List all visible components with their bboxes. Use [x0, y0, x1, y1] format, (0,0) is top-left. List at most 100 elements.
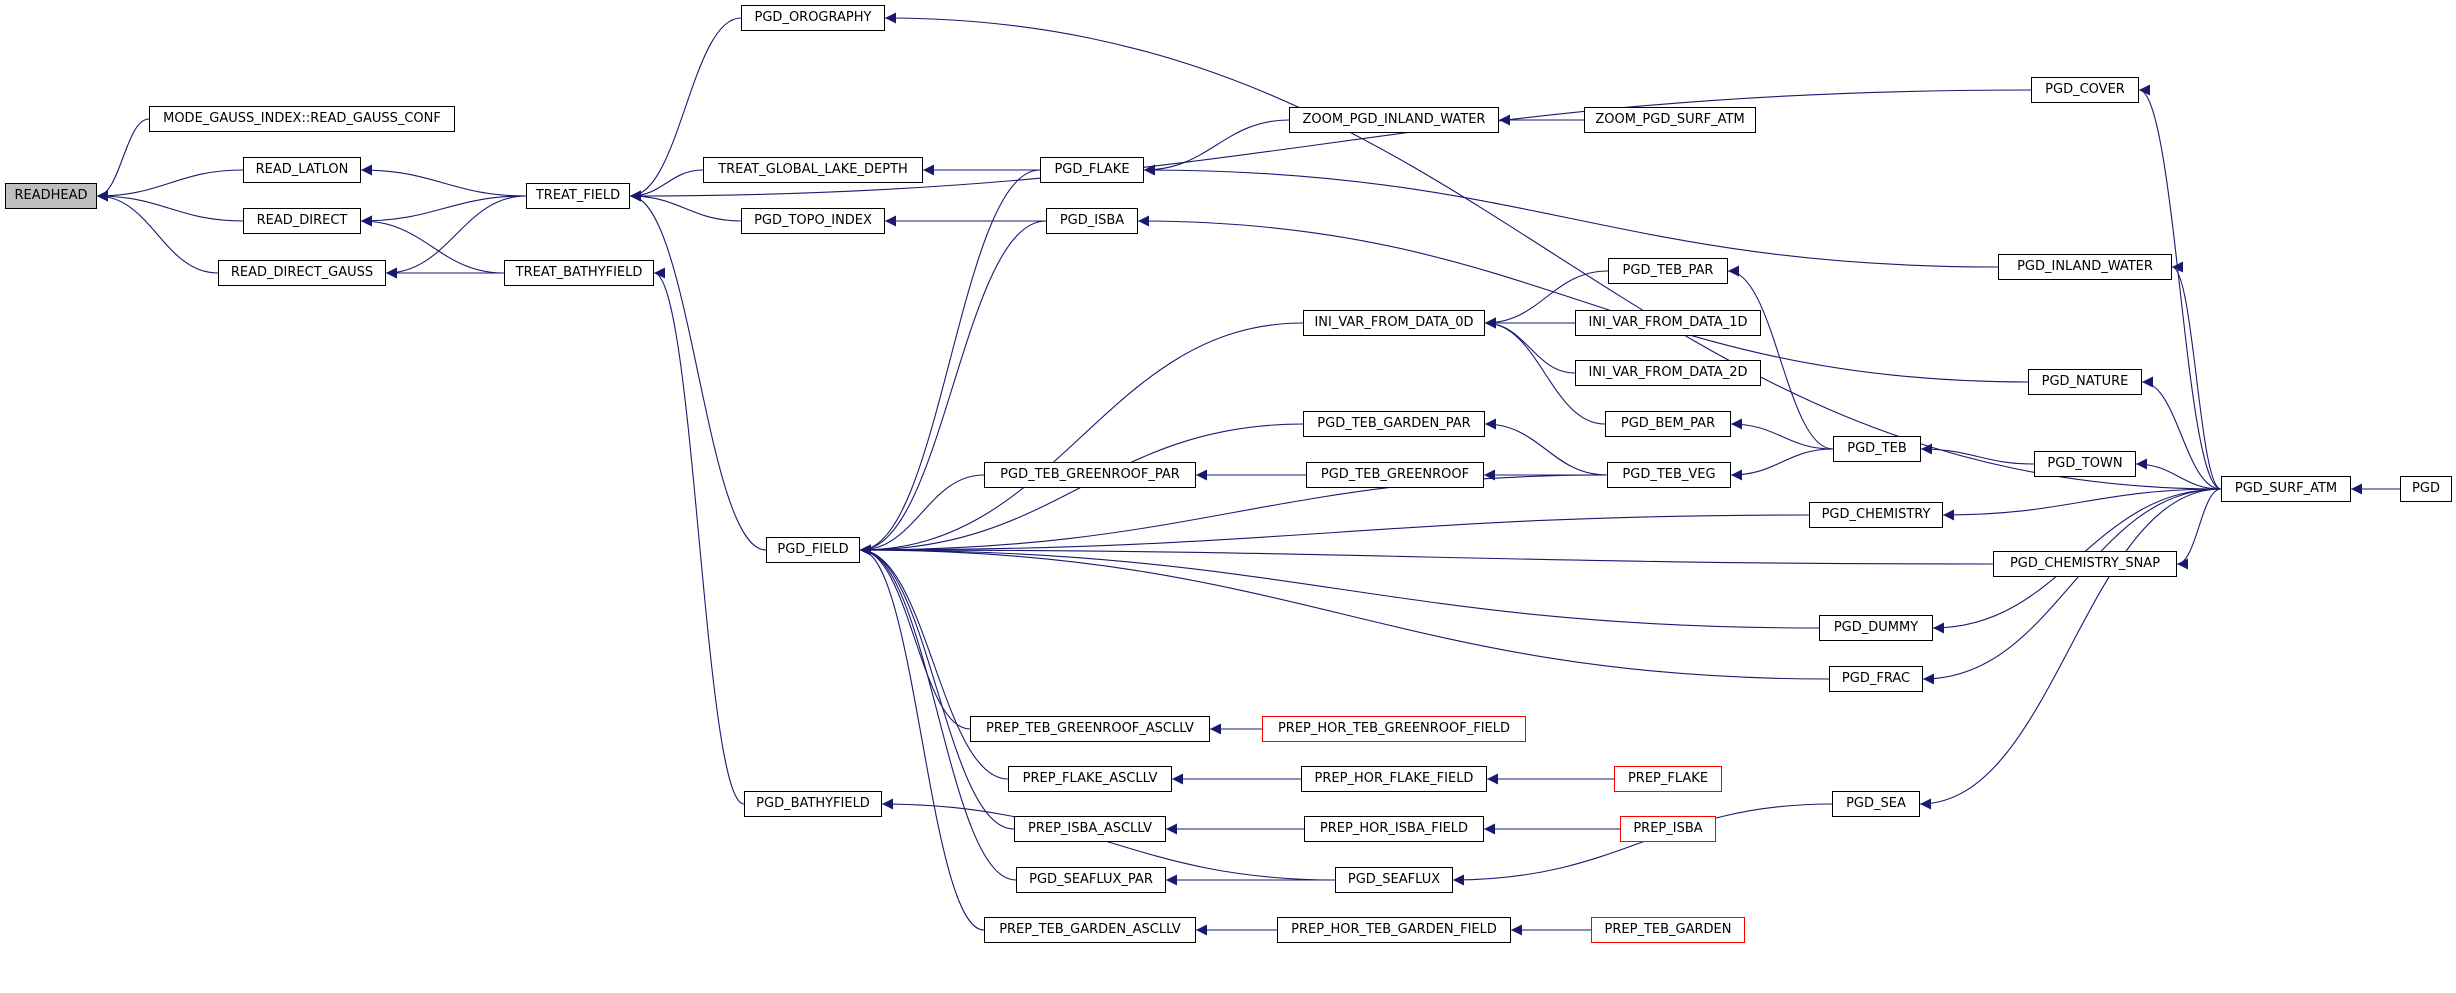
node-prep-hor-flake-field[interactable]: PREP_HOR_FLAKE_FIELD [1301, 766, 1487, 792]
edge-pgd_chemistry_snap-to-pgd_field [859, 544, 1994, 565]
edge-treat_field-to-read_direct_gauss [385, 195, 527, 279]
edge-pgd_teb-to-pgd_bem_par [1730, 418, 1834, 450]
edge-pgd_seaflux_par-to-pgd_field [859, 544, 1017, 881]
node-pgd-teb[interactable]: PGD_TEB [1833, 436, 1921, 462]
node-pgd-topo-index[interactable]: PGD_TOPO_INDEX [741, 208, 885, 234]
node-pgd-bathyfield[interactable]: PGD_BATHYFIELD [744, 791, 882, 817]
edge-pgd_inland_water-to-pgd_flake [1143, 164, 1999, 268]
edge-zoom_pgd_inland_water-to-pgd_flake [1143, 119, 1290, 176]
node-treat-global-lake-depth[interactable]: TREAT_GLOBAL_LAKE_DEPTH [703, 157, 923, 183]
edge-treat_field-to-read_latlon [360, 164, 527, 197]
node-prep-hor-teb-garden-field[interactable]: PREP_HOR_TEB_GARDEN_FIELD [1277, 917, 1511, 943]
edge-pgd_surf_atm-to-pgd_chemistry_snap [2176, 488, 2222, 570]
node-prep-isba-ascllv[interactable]: PREP_ISBA_ASCLLV [1014, 816, 1166, 842]
node-pgd-bem-par[interactable]: PGD_BEM_PAR [1605, 411, 1731, 437]
edge-pgd_teb-to-pgd_teb_veg [1730, 448, 1834, 481]
node-read-direct-gauss[interactable]: READ_DIRECT_GAUSS [218, 260, 386, 286]
edge-treat_global_lake_depth-to-treat_field [629, 169, 704, 202]
node-pgd-surf-atm[interactable]: PGD_SURF_ATM [2221, 476, 2351, 502]
edge-pgd_cover-to-treat_field [629, 89, 2032, 202]
node-mode-gauss-index-read-gauss-conf[interactable]: MODE_GAUSS_INDEX::READ_GAUSS_CONF [149, 106, 455, 132]
node-pgd-nature[interactable]: PGD_NATURE [2028, 369, 2142, 395]
edge-prep_teb_garden_ascllv-to-pgd_field [859, 544, 985, 931]
node-pgd[interactable]: PGD [2400, 476, 2452, 502]
edge-treat_bathyfield-to-read_direct [360, 215, 505, 274]
node-readhead[interactable]: READHEAD [5, 183, 97, 209]
node-pgd-field[interactable]: PGD_FIELD [766, 537, 860, 563]
edge-pgd_surf_atm-to-pgd_inland_water [2171, 261, 2222, 490]
node-pgd-teb-greenroof[interactable]: PGD_TEB_GREENROOF [1306, 462, 1484, 488]
node-pgd-teb-par[interactable]: PGD_TEB_PAR [1608, 258, 1728, 284]
edge-pgd_surf_atm-to-pgd_cover [2138, 84, 2222, 490]
edge-pgd_sea-to-pgd_seaflux [1452, 803, 1833, 886]
edge-pgd_flake-to-pgd_field [859, 169, 1041, 556]
node-ini-var-from-data-0d[interactable]: INI_VAR_FROM_DATA_0D [1303, 310, 1485, 336]
edge-pgd_teb_greenroof_par-to-pgd_field [859, 474, 985, 556]
edge-pgd_orography-to-treat_field [629, 17, 742, 202]
node-pgd-orography[interactable]: PGD_OROGRAPHY [741, 5, 885, 31]
edge-pgd_teb-to-pgd_teb_par [1727, 265, 1834, 450]
node-prep-isba[interactable]: PREP_ISBA [1620, 816, 1716, 842]
node-prep-teb-garden-ascllv[interactable]: PREP_TEB_GARDEN_ASCLLV [984, 917, 1196, 943]
edge-pgd_topo_index-to-treat_field [629, 190, 742, 222]
edge-read_direct_gauss-to-readhead [96, 190, 219, 274]
edge-pgd_surf_atm-to-pgd_sea [1919, 488, 2222, 810]
node-pgd-teb-garden-par[interactable]: PGD_TEB_GARDEN_PAR [1303, 411, 1485, 437]
edge-pgd_bem_par-to-ini_var_from_data_0d [1484, 317, 1606, 425]
edge-pgd_bathyfield-to-treat_bathyfield [653, 267, 745, 805]
node-treat-field[interactable]: TREAT_FIELD [526, 183, 630, 209]
node-treat-bathyfield[interactable]: TREAT_BATHYFIELD [504, 260, 654, 286]
node-pgd-frac[interactable]: PGD_FRAC [1829, 666, 1923, 692]
node-prep-hor-isba-field[interactable]: PREP_HOR_ISBA_FIELD [1304, 816, 1484, 842]
node-zoom-pgd-inland-water[interactable]: ZOOM_PGD_INLAND_WATER [1289, 107, 1499, 133]
node-pgd-sea[interactable]: PGD_SEA [1832, 791, 1920, 817]
edge-mgi_read_gauss_conf-to-readhead [96, 118, 150, 202]
node-prep-hor-teb-greenroof-field[interactable]: PREP_HOR_TEB_GREENROOF_FIELD [1262, 716, 1526, 742]
node-prep-teb-greenroof-ascllv[interactable]: PREP_TEB_GREENROOF_ASCLLV [970, 716, 1210, 742]
edge-pgd_seaflux-to-pgd_bathyfield [881, 798, 1336, 881]
node-pgd-seaflux[interactable]: PGD_SEAFLUX [1335, 867, 1453, 893]
edge-pgd_surf_atm-to-pgd_orography [884, 12, 2222, 490]
edge-pgd_town-to-pgd_teb [1920, 443, 2035, 465]
edge-pgd_field-to-treat_field [629, 190, 767, 551]
edge-pgd_frac-to-pgd_field [859, 544, 1830, 680]
edge-read_latlon-to-readhead [96, 169, 244, 202]
node-pgd-teb-greenroof-par[interactable]: PGD_TEB_GREENROOF_PAR [984, 462, 1196, 488]
node-ini-var-from-data-1d[interactable]: INI_VAR_FROM_DATA_1D [1575, 310, 1761, 336]
node-pgd-flake[interactable]: PGD_FLAKE [1040, 157, 1144, 183]
node-pgd-teb-veg[interactable]: PGD_TEB_VEG [1607, 462, 1731, 488]
edge-ini_var_from_data_0d-to-pgd_field [859, 322, 1304, 556]
edge-pgd_surf_atm-to-pgd_frac [1922, 488, 2222, 685]
edge-pgd_surf_atm-to-pgd_town [2135, 458, 2222, 490]
edge-pgd_chemistry-to-pgd_field [859, 514, 1810, 556]
edge-pgd_teb_par-to-ini_var_from_data_0d [1484, 270, 1609, 329]
node-zoom-pgd-surf-atm[interactable]: ZOOM_PGD_SURF_ATM [1584, 107, 1756, 133]
edge-pgd_teb_veg-to-pgd_teb_garden_par [1484, 418, 1608, 476]
node-read-latlon[interactable]: READ_LATLON [243, 157, 361, 183]
node-pgd-town[interactable]: PGD_TOWN [2034, 451, 2136, 477]
node-prep-flake[interactable]: PREP_FLAKE [1614, 766, 1722, 792]
node-pgd-inland-water[interactable]: PGD_INLAND_WATER [1998, 254, 2172, 280]
node-prep-flake-ascllv[interactable]: PREP_FLAKE_ASCLLV [1008, 766, 1172, 792]
node-pgd-isba[interactable]: PGD_ISBA [1046, 208, 1138, 234]
node-ini-var-from-data-2d[interactable]: INI_VAR_FROM_DATA_2D [1575, 360, 1761, 386]
node-pgd-cover[interactable]: PGD_COVER [2031, 77, 2139, 103]
edge-pgd_isba-to-pgd_field [859, 220, 1047, 556]
edge-pgd_dummy-to-pgd_field [859, 544, 1820, 629]
edge-prep_isba_ascllv-to-pgd_field [859, 544, 1015, 830]
edge-pgd_nature-to-pgd_isba [1137, 215, 2029, 383]
node-read-direct[interactable]: READ_DIRECT [243, 208, 361, 234]
node-pgd-chemistry[interactable]: PGD_CHEMISTRY [1809, 502, 1943, 528]
edge-prep_flake_ascllv-to-pgd_field [859, 544, 1009, 780]
edge-pgd_surf_atm-to-pgd_nature [2141, 376, 2222, 490]
node-prep-teb-garden[interactable]: PREP_TEB_GARDEN [1591, 917, 1745, 943]
edge-pgd_surf_atm-to-pgd_chemistry [1942, 488, 2222, 521]
node-pgd-dummy[interactable]: PGD_DUMMY [1819, 615, 1933, 641]
edge-read_direct-to-readhead [96, 190, 244, 222]
edge-treat_field-to-read_direct [360, 195, 527, 227]
edge-prep_teb_greenroof_ascllv-to-pgd_field [859, 544, 971, 730]
node-pgd-seaflux-par[interactable]: PGD_SEAFLUX_PAR [1016, 867, 1166, 893]
node-pgd-chemistry-snap[interactable]: PGD_CHEMISTRY_SNAP [1993, 551, 2177, 577]
